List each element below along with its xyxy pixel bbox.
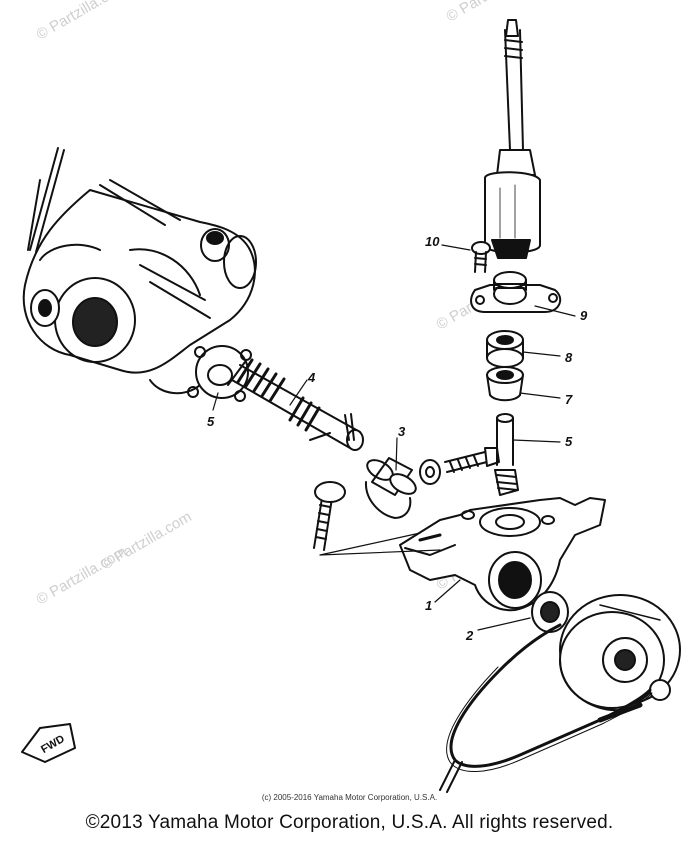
wheel-pulley: [559, 594, 681, 712]
callout-5-right: 5: [565, 434, 573, 449]
callout-3: 3: [398, 424, 406, 439]
callouts: 10 9 8 7 5 3 4 5 1 2: [207, 234, 588, 643]
fwd-arrow-badge: FWD: [21, 723, 76, 763]
drive-flange: [187, 345, 252, 402]
small-copyright: (c) 2005-2016 Yamaha Motor Corporation, …: [261, 793, 438, 802]
callout-10: 10: [425, 234, 440, 249]
callout-4: 4: [307, 370, 316, 385]
drive-shaft: [227, 358, 364, 451]
watermark: © Partzilla.com: [34, 0, 130, 43]
callout-7: 7: [565, 392, 573, 407]
flange-plate: [470, 271, 562, 313]
callout-8: 8: [565, 350, 573, 365]
pin: [344, 413, 355, 441]
copyright-notice: ©2013 Yamaha Motor Corporation, U.S.A. A…: [85, 812, 614, 833]
watermark: © Partzilla.com: [444, 0, 540, 25]
gear-housing: [399, 497, 606, 612]
bolt-lower: [313, 481, 346, 551]
callout-1: 1: [425, 598, 432, 613]
callout-9: 9: [580, 308, 588, 323]
washer-inner: [425, 466, 435, 478]
seal-ring: [486, 330, 524, 368]
small-bushing: [486, 366, 524, 402]
engine-assembly: [22, 147, 257, 395]
callout-5-left: 5: [207, 414, 215, 429]
watermark: © Partzilla.com: [99, 508, 195, 573]
oil-seal: [531, 591, 569, 633]
washer: [419, 459, 441, 485]
pinion-gear: [494, 413, 519, 496]
bushing: [364, 457, 417, 519]
speedometer-cable: [439, 623, 653, 793]
bolt-upper: [444, 447, 500, 473]
cable-shaft: [484, 19, 541, 259]
leader-lines: [212, 244, 576, 631]
screw: [471, 241, 491, 273]
callout-2: 2: [465, 628, 474, 643]
